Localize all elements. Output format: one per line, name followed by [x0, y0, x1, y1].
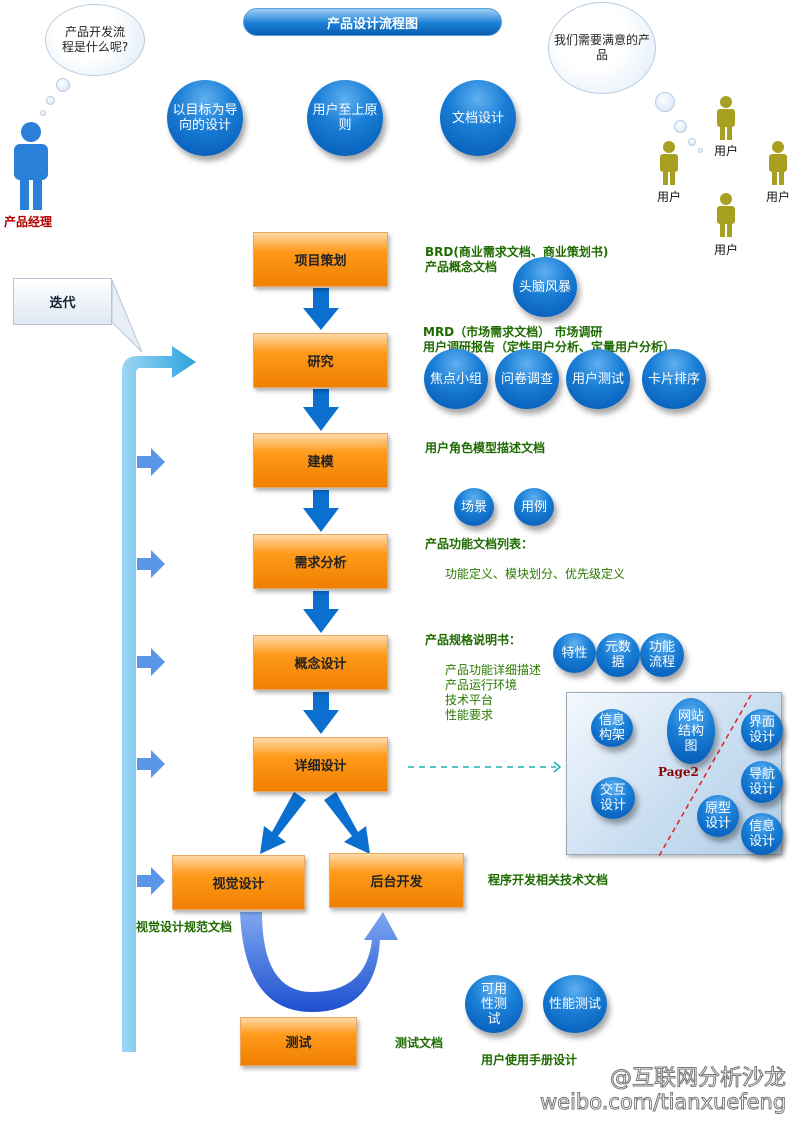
step-concept-design: 概念设计	[253, 635, 388, 690]
thought-dot	[674, 120, 687, 133]
step-research: 研究	[253, 333, 388, 388]
step-detailed-design: 详细设计	[253, 737, 388, 792]
thought-dot	[655, 92, 675, 112]
down-arrows	[260, 288, 370, 854]
bubble-use-case: 用例	[514, 488, 554, 526]
iteration-arrows	[137, 448, 165, 895]
bubble-scenario: 场景	[454, 488, 494, 526]
thought-dot	[40, 110, 46, 116]
bubble-usability-test: 可用性测试	[465, 975, 523, 1033]
step-requirements: 需求分析	[253, 534, 388, 589]
step-modeling: 建模	[253, 433, 388, 488]
bubble-card-sorting: 卡片排序	[642, 349, 706, 409]
principle-user-first: 用户至上原则	[307, 80, 383, 156]
principle-goal-directed: 以目标为导向的设计	[167, 80, 243, 156]
bubble-focus-group: 焦点小组	[424, 349, 488, 409]
note-spec-item: 产品功能详细描述	[445, 663, 542, 677]
bubble-feature: 特性	[553, 633, 596, 673]
user-label: 用户	[714, 144, 739, 158]
page2-navigation-design: 导航设计	[741, 761, 783, 803]
note-spec: 产品规格说明书：	[425, 633, 522, 647]
note-requirements-detail: 功能定义、模块划分、优先级定义	[445, 567, 626, 581]
page2-interaction-design: 交互设计	[591, 777, 635, 819]
step-visual-design: 视觉设计	[172, 855, 305, 910]
page-title: 产品设计流程图	[243, 8, 502, 36]
note-spec-item: 性能要求	[445, 708, 494, 722]
iteration-callout: 迭代	[13, 278, 112, 325]
user-figures	[660, 96, 787, 237]
user-label: 用户	[766, 190, 791, 204]
product-manager-figure	[14, 122, 48, 210]
note-spec-item: 产品运行环境	[445, 678, 518, 692]
thought-dot	[698, 148, 703, 153]
iteration-bar	[122, 346, 196, 1052]
page2-label: Page2	[658, 765, 699, 779]
note-modeling: 用户角色模型描述文档	[425, 441, 546, 455]
bubble-user-testing: 用户测试	[566, 349, 630, 409]
principle-documentation: 文档设计	[440, 80, 516, 156]
user-label: 用户	[714, 243, 739, 257]
note-spec-item: 技术平台	[445, 693, 494, 707]
note-user-research: 用户调研报告（定性用户分析、定量用户分析）	[423, 340, 676, 354]
note-mrd: MRD（市场需求文档） 市场调研	[423, 325, 603, 339]
thought-dot	[46, 96, 55, 105]
pm-thought-cloud: 产品开发流程是什么呢?	[45, 4, 145, 76]
users-thought-text: 我们需要满意的产品	[553, 33, 650, 62]
thought-dot	[56, 78, 70, 92]
page2-information-design: 信息设计	[741, 813, 783, 855]
step-project-planning: 项目策划	[253, 232, 388, 287]
note-backend: 程序开发相关技术文档	[488, 873, 609, 887]
thought-dot	[688, 138, 696, 146]
page2-info-architecture: 信息构架	[591, 709, 633, 747]
bubble-brainstorm: 头脑风暴	[513, 257, 577, 317]
note-concept-doc: 产品概念文档	[425, 260, 498, 274]
pm-thought-text: 产品开发流程是什么呢?	[61, 25, 129, 54]
note-brd: BRD(商业需求文档、商业策划书)	[425, 245, 609, 259]
users-thought-cloud: 我们需要满意的产品	[548, 2, 656, 94]
note-test: 测试文档	[395, 1036, 444, 1050]
page2-sitemap: 网站结构图	[667, 698, 715, 764]
step-testing: 测试	[240, 1017, 357, 1066]
user-label: 用户	[657, 190, 682, 204]
step-backend-dev: 后台开发	[329, 853, 464, 908]
note-manual: 用户使用手册设计	[481, 1053, 578, 1067]
bubble-function-flow: 功能流程	[640, 633, 684, 677]
page2-interface-design: 界面设计	[741, 709, 783, 751]
note-visual: 视觉设计规范文档	[136, 920, 233, 934]
bubble-metadata: 元数据	[596, 633, 640, 677]
page2-divider	[658, 694, 752, 856]
watermark-handle: @互联网分析沙龙	[609, 1066, 787, 1092]
page2-panel: 信息构架 网站结构图 界面设计 导航设计 交互设计 原型设计 信息设计 Page…	[566, 692, 783, 856]
watermark-url: weibo.com/tianxuefeng	[539, 1090, 787, 1115]
page2-prototype-design: 原型设计	[697, 795, 739, 837]
pm-label: 产品经理	[4, 215, 53, 229]
loop-arrow	[240, 912, 398, 1012]
note-requirements: 产品功能文档列表：	[425, 537, 534, 551]
bubble-performance-test: 性能测试	[543, 975, 607, 1033]
bubble-survey: 问卷调查	[495, 349, 559, 409]
